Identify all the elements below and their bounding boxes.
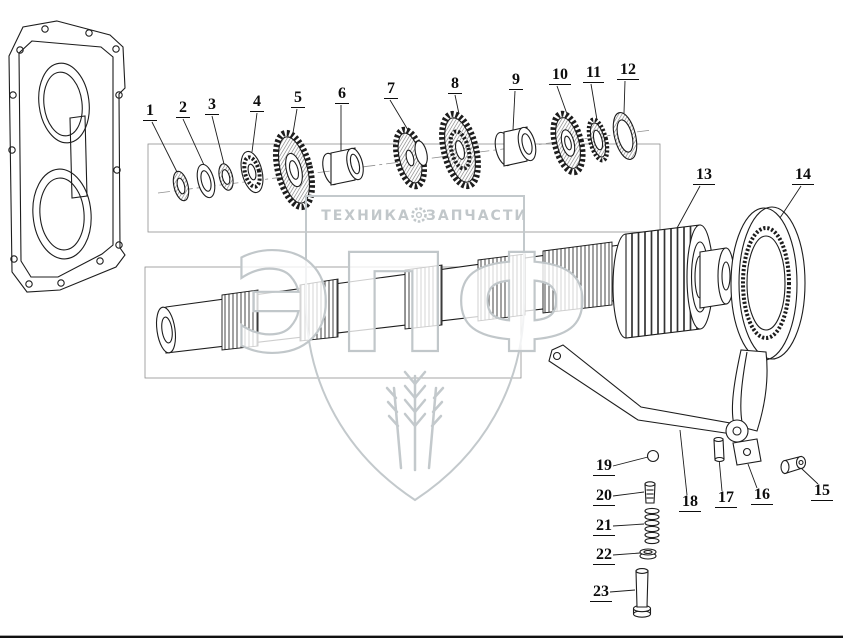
part-1-seal-ring bbox=[172, 170, 190, 202]
part-label-6: 6 bbox=[335, 85, 349, 104]
part-label-22: 22 bbox=[593, 546, 615, 565]
watermark-letters: ЭПФ bbox=[233, 226, 594, 384]
part-label-18: 18 bbox=[679, 493, 701, 512]
part-label-14: 14 bbox=[792, 166, 814, 185]
part-15-plug bbox=[780, 455, 807, 475]
part-label-19: 19 bbox=[593, 457, 615, 476]
part-8-gear bbox=[439, 110, 481, 190]
leader-lines bbox=[151, 80, 819, 593]
part-label-4: 4 bbox=[250, 93, 264, 112]
part-5-gear bbox=[272, 129, 316, 211]
part-22-washer bbox=[639, 548, 657, 560]
part-19-ball bbox=[646, 449, 660, 463]
part-10-gear bbox=[550, 110, 586, 176]
part-label-1: 1 bbox=[143, 102, 157, 121]
part-label-17: 17 bbox=[715, 489, 737, 508]
watermark-tagline-right: ЗАПЧАСТИ bbox=[426, 208, 528, 224]
part-label-15: 15 bbox=[811, 482, 833, 501]
part-label-3: 3 bbox=[205, 96, 219, 115]
part-label-8: 8 bbox=[448, 75, 462, 94]
main-shaft bbox=[155, 241, 621, 354]
part-14-ring-gear bbox=[730, 206, 806, 361]
shift-fork-lever bbox=[548, 344, 807, 475]
part-label-5: 5 bbox=[291, 89, 305, 108]
part-label-11: 11 bbox=[583, 64, 605, 83]
part-label-7: 7 bbox=[384, 80, 398, 99]
part-label-9: 9 bbox=[509, 71, 523, 90]
part-21-spring bbox=[644, 507, 660, 545]
part-20-bolt bbox=[644, 481, 656, 504]
gearbox-housing bbox=[8, 20, 126, 293]
part-6-bushing bbox=[322, 147, 364, 186]
part-label-10: 10 bbox=[549, 66, 571, 85]
part-23-pin bbox=[632, 568, 652, 618]
part-11-toothed-ring bbox=[586, 117, 610, 163]
part-13-splined-coupling bbox=[612, 224, 735, 339]
part-17-pivot-pin bbox=[713, 436, 725, 463]
part-label-13: 13 bbox=[693, 166, 715, 185]
part-9-bushing bbox=[494, 126, 537, 167]
watermark: ЭПФ ТЕХНИКА ЗАПЧАСТИ bbox=[232, 195, 594, 502]
part-label-21: 21 bbox=[593, 517, 615, 536]
part-label-12: 12 bbox=[617, 61, 639, 80]
part-4-bearing bbox=[240, 150, 264, 194]
part-label-2: 2 bbox=[176, 99, 190, 118]
part-2-washer bbox=[196, 163, 216, 199]
part-7-gear bbox=[392, 126, 428, 190]
wheat-ears-icon bbox=[385, 370, 445, 472]
part-12-bearing-ring bbox=[612, 112, 638, 160]
part-16-bracket bbox=[732, 438, 762, 466]
part-3-ring bbox=[218, 163, 234, 191]
gear-icon bbox=[411, 207, 427, 223]
watermark-tagline-left: ТЕХНИКА bbox=[321, 208, 411, 224]
part-label-16: 16 bbox=[751, 486, 773, 505]
part-label-20: 20 bbox=[593, 487, 615, 506]
part-label-23: 23 bbox=[590, 583, 612, 602]
